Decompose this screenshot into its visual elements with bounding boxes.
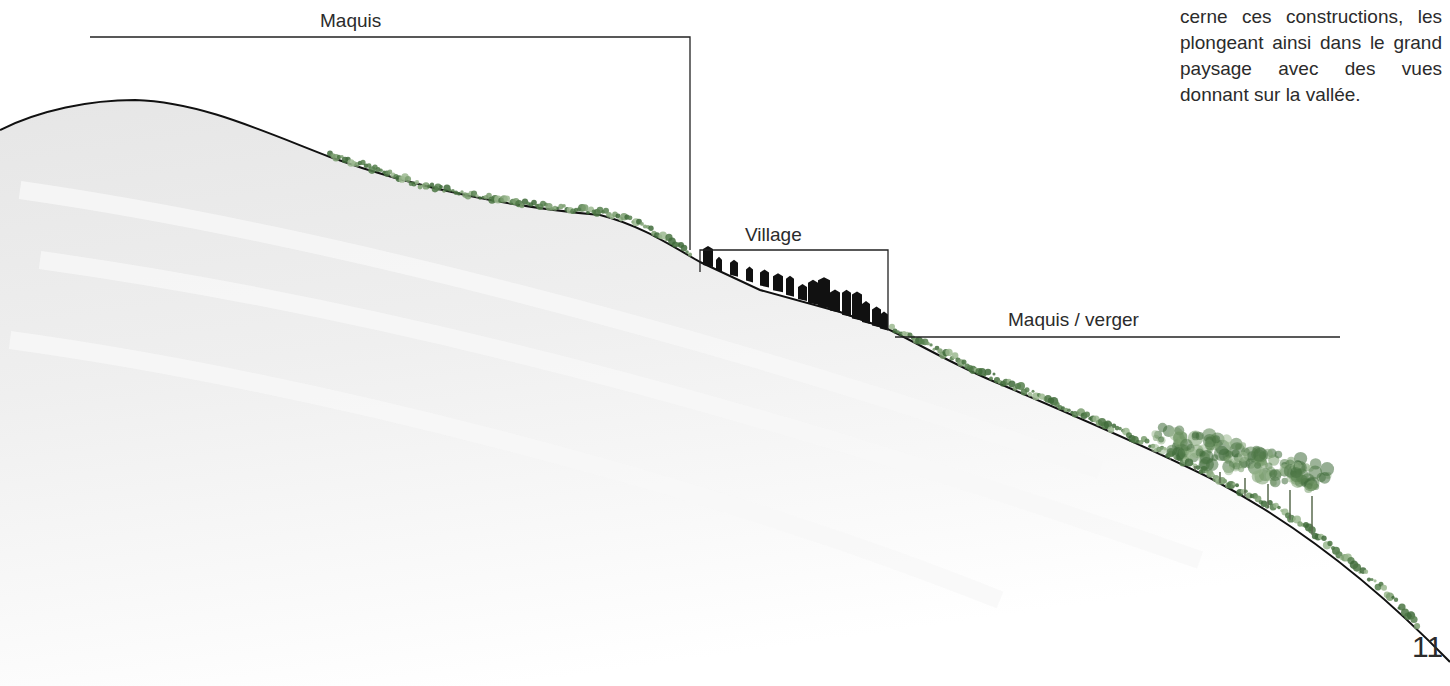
ground-line	[0, 100, 1450, 662]
zone-label: Village	[745, 224, 802, 246]
vegetation	[327, 151, 1420, 630]
ground-streaks	[10, 190, 1200, 600]
body-text: cerne ces constructions, les plongeant a…	[1180, 4, 1442, 108]
zone-label: Maquis / verger	[1008, 309, 1139, 331]
page-number: 11	[1412, 630, 1443, 664]
hill-body	[0, 100, 1450, 686]
village-buildings	[703, 246, 888, 330]
zone-label: Maquis	[320, 10, 381, 32]
brackets	[90, 37, 1340, 337]
